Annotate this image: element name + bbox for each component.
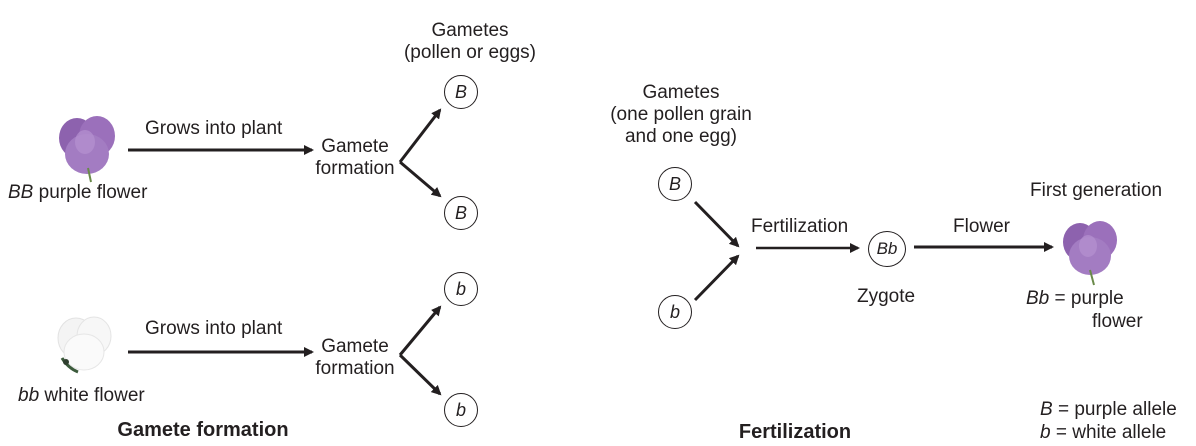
purple-step-line1: Gamete <box>315 136 394 158</box>
split-arrow-white-down <box>400 355 440 394</box>
fert-gametes-line1: Gametes <box>610 82 752 104</box>
fertilization-step-label: Fertilization <box>751 216 848 238</box>
legend-symbol-white: b <box>1040 422 1051 443</box>
gametes-label: Gametes (pollen or eggs) <box>404 20 536 64</box>
white-flower-label: bb white flower <box>18 385 145 407</box>
fert-gamete-circle-bottom: b <box>658 295 692 329</box>
legend-text-white: = white allele <box>1051 422 1167 443</box>
white-genotype: bb <box>18 385 39 406</box>
fertilization-heading: Fertilization <box>739 421 851 443</box>
fert-gamete-circle-top: B <box>658 167 692 201</box>
fertilization-gametes-label: Gametes (one pollen grain and one egg) <box>610 82 752 148</box>
result-eq: = purple <box>1049 288 1123 309</box>
zygote-circle: Bb <box>868 231 906 267</box>
split-arrow-purple-up <box>400 110 440 162</box>
fert-gametes-line2: (one pollen grain <box>610 104 752 126</box>
white-gamete-formation-label: Gamete formation <box>315 336 394 380</box>
result-genotype: Bb <box>1026 288 1049 309</box>
gamete-circle-purple-bottom: B <box>444 196 478 230</box>
gametes-label-line1: Gametes <box>404 20 536 42</box>
purple-flower-text: purple flower <box>33 182 147 203</box>
split-arrow-white-up <box>400 307 440 355</box>
result-genotype-label: Bb = purple <box>1026 288 1124 310</box>
fert-arrow-bottom <box>695 256 738 300</box>
legend-line2: b = white allele <box>1040 422 1166 444</box>
legend-text-purple: = purple allele <box>1053 399 1177 420</box>
gamete-circle-white-bottom: b <box>444 393 478 427</box>
white-grows-label: Grows into plant <box>145 318 282 340</box>
gametes-label-line2: (pollen or eggs) <box>404 42 536 64</box>
purple-flower-label: BB purple flower <box>8 182 147 204</box>
first-generation-label: First generation <box>1030 180 1162 202</box>
gamete-circle-purple-top: B <box>444 75 478 109</box>
white-step-line2: formation <box>315 358 394 380</box>
fert-gametes-line3: and one egg) <box>610 126 752 148</box>
first-generation-flower-image <box>1060 218 1122 286</box>
legend-line1: B = purple allele <box>1040 399 1177 421</box>
white-flower-image <box>52 312 118 378</box>
fert-arrow-top <box>695 202 738 246</box>
purple-grows-label: Grows into plant <box>145 118 282 140</box>
white-flower-text: white flower <box>39 385 145 406</box>
split-arrow-purple-down <box>400 162 440 196</box>
purple-gamete-formation-label: Gamete formation <box>315 136 394 180</box>
gamete-formation-heading: Gamete formation <box>117 419 288 441</box>
zygote-label: Zygote <box>857 286 915 308</box>
result-line2: flower <box>1092 311 1143 333</box>
white-step-line1: Gamete <box>315 336 394 358</box>
legend-symbol-purple: B <box>1040 399 1053 420</box>
purple-step-line2: formation <box>315 158 394 180</box>
purple-genotype: BB <box>8 182 33 203</box>
gamete-circle-white-top: b <box>444 272 478 306</box>
flower-arrow-label: Flower <box>953 216 1010 238</box>
purple-flower-image <box>55 112 121 184</box>
